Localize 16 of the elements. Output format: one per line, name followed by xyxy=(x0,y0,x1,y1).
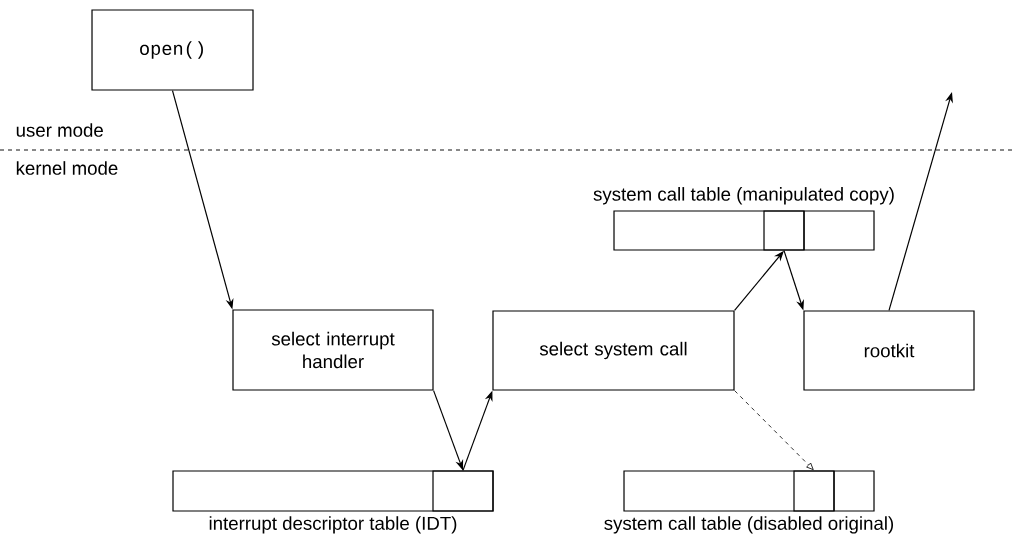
table-bar: system call table (manipulated copy) xyxy=(593,187,894,251)
table-bar: interrupt descriptor table (IDT) xyxy=(172,470,494,534)
node-label: system call table (manipulated copy) xyxy=(593,187,894,205)
table-cell xyxy=(432,470,494,512)
mode-label: user mode xyxy=(16,123,103,137)
mode-label: kernel mode xyxy=(16,161,118,175)
node-label: interrupt descriptor table (IDT) xyxy=(209,516,457,534)
node-label: system call table (disabled original) xyxy=(604,516,894,534)
arrow xyxy=(734,390,814,471)
process-box: open() xyxy=(91,9,254,91)
table-cell xyxy=(793,470,835,512)
table-bar: system call table (disabled original) xyxy=(604,470,894,534)
process-box: select system call xyxy=(492,310,735,391)
process-box: rootkit xyxy=(803,310,975,391)
process-box: select interrupt handler xyxy=(232,309,434,391)
table-cell xyxy=(763,210,805,251)
